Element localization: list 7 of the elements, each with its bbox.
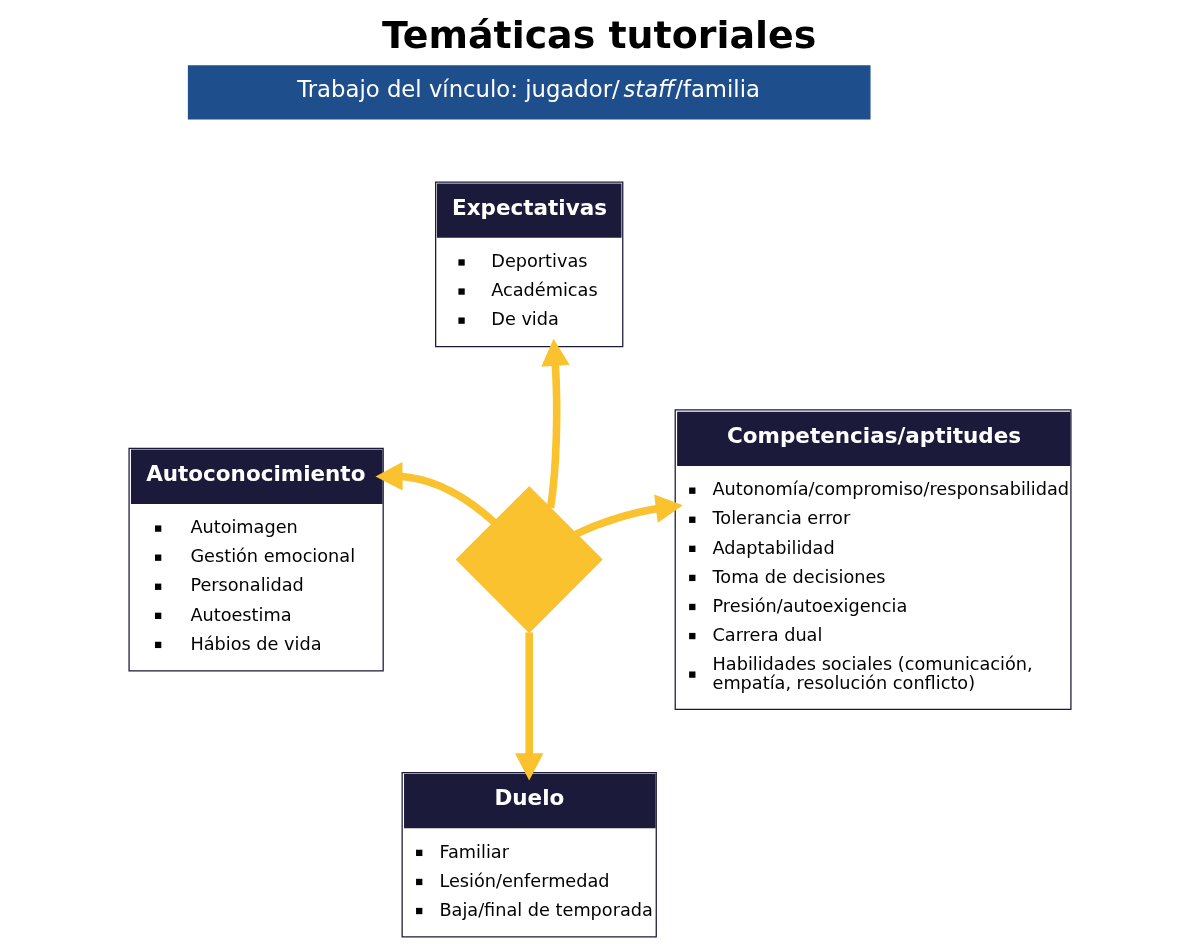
arrow (574, 494, 683, 537)
arrow (375, 461, 497, 525)
diagram-title: Temáticas tutoriales (381, 12, 817, 57)
arrow (541, 338, 570, 508)
arrow (514, 631, 544, 780)
node-cross (455, 485, 603, 633)
node-box: Trabajo del vínculo: jugador/staff/familia (187, 64, 871, 120)
